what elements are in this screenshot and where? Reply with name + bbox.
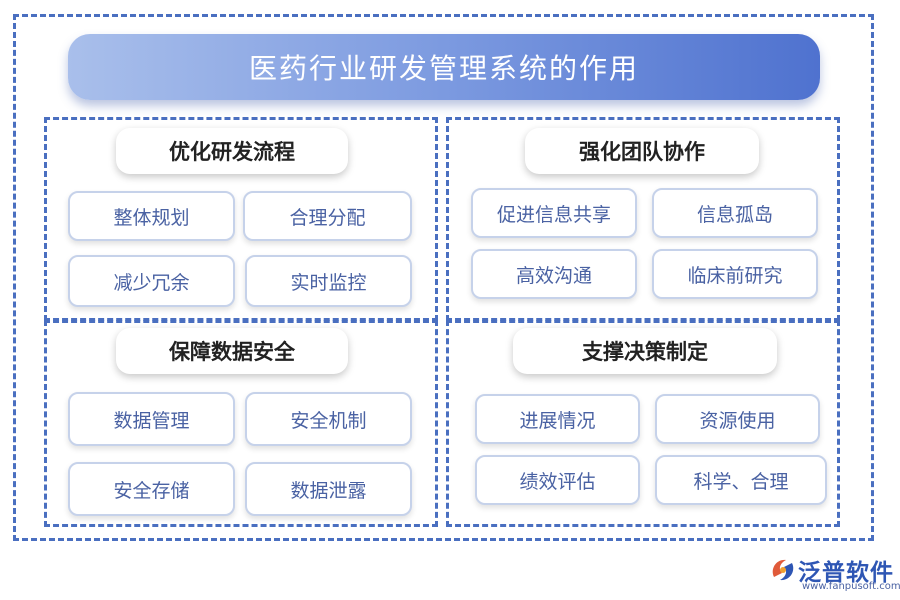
brand-name: 泛普软件 [798,560,894,586]
item-box: 信息孤岛 [652,188,818,238]
item-box: 减少冗余 [68,255,235,307]
item-box: 科学、合理 [655,455,827,505]
item-box: 临床前研究 [652,249,818,299]
quadrant-team-collab [446,117,840,321]
item-box: 合理分配 [243,191,412,241]
brand-logo: 泛普软件 www.fanpusoft.com [768,553,900,593]
quadrant-title: 保障数据安全 [116,328,348,374]
quadrant-title: 强化团队协作 [525,128,759,174]
brand-swirl-icon [772,559,794,581]
quadrant-data-security [44,320,438,527]
quadrant-title: 支撑决策制定 [513,328,777,374]
item-box: 实时监控 [245,255,412,307]
item-box: 安全机制 [245,392,412,446]
quadrant-optimize-rd [44,117,438,321]
item-box: 数据管理 [68,392,235,446]
quadrant-decision-support [446,320,840,527]
brand-url: www.fanpusoft.com [802,581,900,592]
outer-frame [13,14,874,541]
item-box: 整体规划 [68,191,235,241]
item-box: 资源使用 [655,394,820,444]
item-box: 进展情况 [475,394,640,444]
item-box: 绩效评估 [475,455,640,505]
item-box: 数据泄露 [245,462,412,516]
item-box: 促进信息共享 [471,188,637,238]
page-title: 医药行业研发管理系统的作用 [68,34,820,100]
item-box: 高效沟通 [471,249,637,299]
item-box: 安全存储 [68,462,235,516]
quadrant-title: 优化研发流程 [116,128,348,174]
